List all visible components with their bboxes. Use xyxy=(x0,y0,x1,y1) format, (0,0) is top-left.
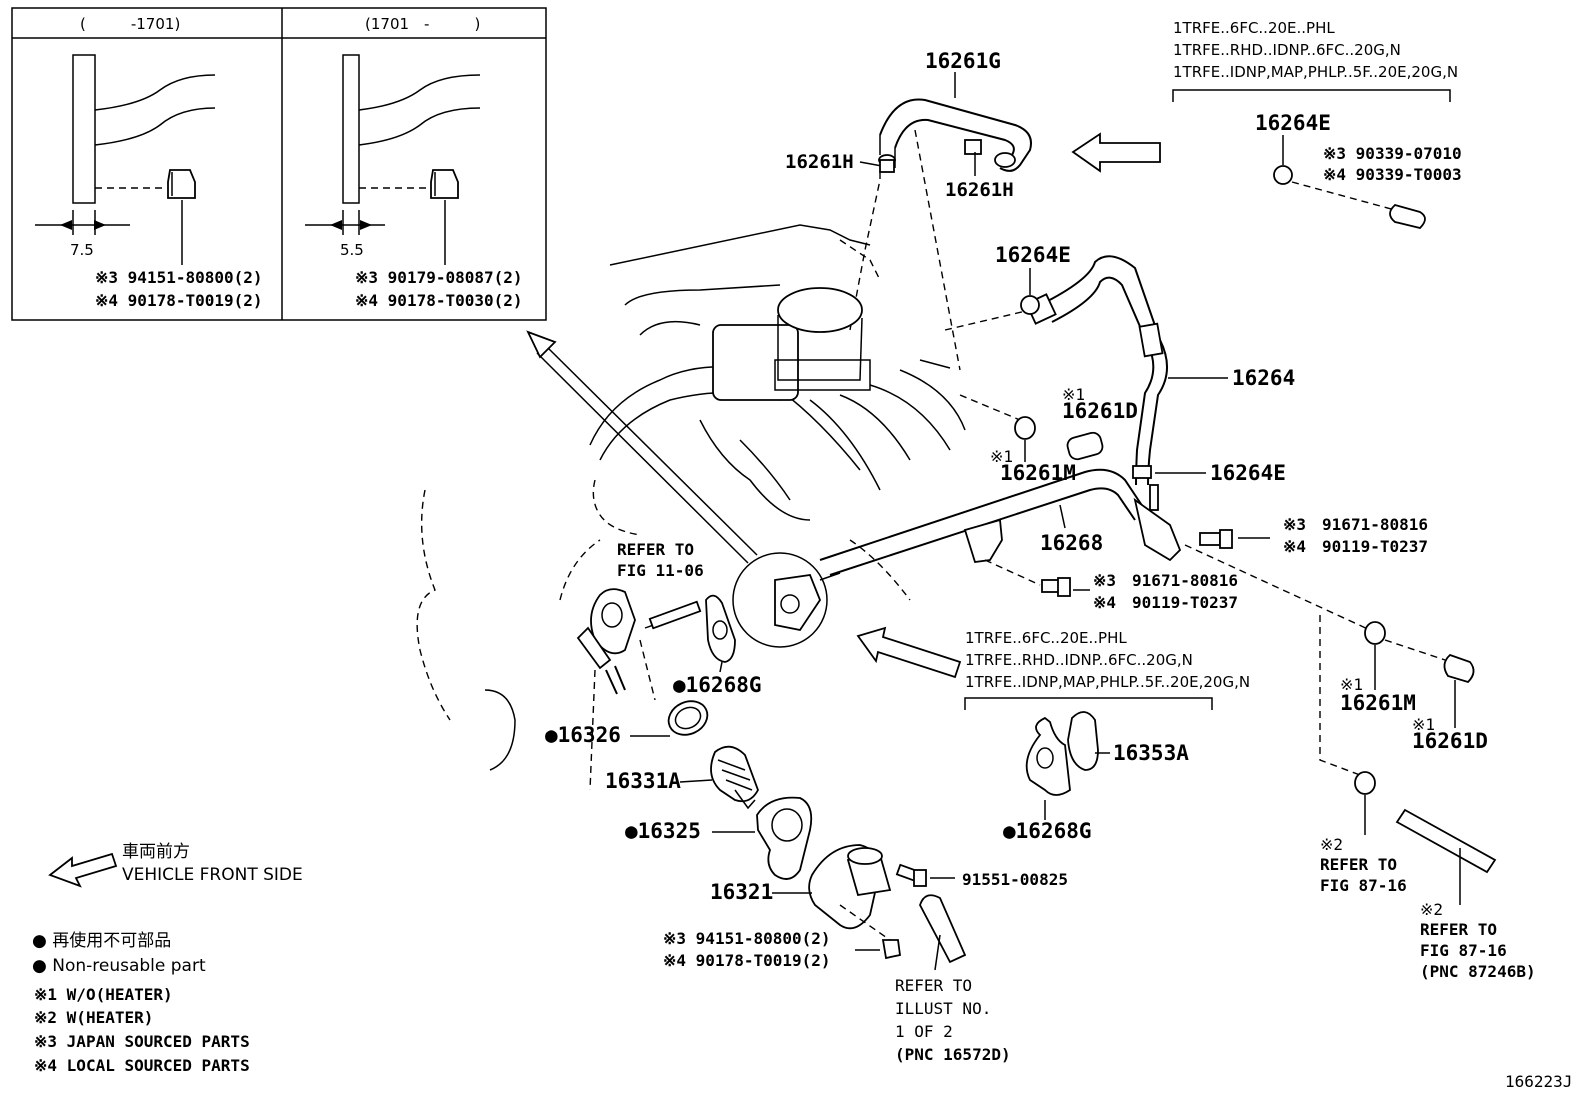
gasket-16325 xyxy=(756,796,813,880)
top-cond-3: 1TRFE..IDNP,MAP,PHLP..5F..20E,20G,N xyxy=(1173,63,1458,81)
label-16321: 16321 xyxy=(710,880,773,904)
outlet-16321 xyxy=(808,844,892,941)
bolt-91551 xyxy=(895,863,927,887)
legend-nonreuse-en: ● Non-reusable part xyxy=(32,956,206,976)
bolt-right-pipe xyxy=(1199,529,1233,549)
refer87a-1: REFER TO xyxy=(1320,855,1397,874)
refer87b-1: REFER TO xyxy=(1420,920,1497,939)
label-16353A: 16353A xyxy=(1113,741,1189,765)
label-16326: ●16326 xyxy=(545,723,621,747)
label-16261M-right-mark: ※1 xyxy=(1340,675,1363,694)
hose-bottom xyxy=(919,894,967,964)
refer87a-2: FIG 87-16 xyxy=(1320,876,1407,895)
top-cond-2: 1TRFE..RHD..IDNP..6FC..20G,N xyxy=(1173,41,1401,59)
gasket-16268G-left xyxy=(705,594,736,663)
label-16261M-mid: 16261M xyxy=(1000,461,1076,485)
refer-illust-2: ILLUST NO. xyxy=(895,999,991,1018)
bolt1-4: ※4 90119-T0237 xyxy=(1283,537,1428,556)
inset-pointer-arrow xyxy=(526,330,758,564)
label-16261M-mid-mark: ※1 xyxy=(990,447,1013,466)
refer-fig-2: FIG 11-06 xyxy=(617,561,704,580)
bottom-bolt-3: ※3 94151-80800(2) xyxy=(663,929,831,948)
inset-right-dim: 5.5 xyxy=(340,241,364,259)
inset-right-header: (1701 - ) xyxy=(365,15,480,33)
label-16264: 16264 xyxy=(1232,366,1295,390)
inset-left-part-4: ※4 90178-T0019(2) xyxy=(95,291,263,310)
mid-conditions: 1TRFE..6FC..20E..PHL 1TRFE..RHD..IDNP..6… xyxy=(964,629,1250,710)
top-right-3: ※3 90339-07010 xyxy=(1323,144,1462,163)
inset-right-part-3: ※3 90179-08087(2) xyxy=(355,268,523,287)
label-16261D-right-mark: ※1 xyxy=(1412,715,1435,734)
pipe-16268 xyxy=(819,468,1182,576)
label-16261H-left: 16261H xyxy=(785,151,854,173)
ring-16326 xyxy=(667,700,709,736)
gasket-pair-right xyxy=(1025,711,1099,796)
refer87b-mark: ※2 xyxy=(1420,900,1443,919)
legend-note-2: ※2 W(HEATER) xyxy=(34,1008,153,1027)
label-16264E-mid: 16264E xyxy=(995,243,1071,267)
refer87b-3: (PNC 87246B) xyxy=(1420,962,1536,981)
label-16264E-low: 16264E xyxy=(1210,461,1286,485)
inset-left-part-3: ※3 94151-80800(2) xyxy=(95,268,263,287)
label-16325: ●16325 xyxy=(625,819,701,843)
top-right-4: ※4 90339-T0003 xyxy=(1323,165,1462,184)
refer87b-2: FIG 87-16 xyxy=(1420,941,1507,960)
detail-circle xyxy=(732,552,828,648)
mid-cond-1: 1TRFE..6FC..20E..PHL xyxy=(965,629,1127,647)
mid-cond-2: 1TRFE..RHD..IDNP..6FC..20G,N xyxy=(965,651,1193,669)
refer87a-mark: ※2 xyxy=(1320,835,1343,854)
label-16268G-left: ●16268G xyxy=(673,673,762,697)
legend-front-jp: 車両前方 xyxy=(122,842,190,862)
bolt2-3: ※3 91671-80816 xyxy=(1093,571,1238,590)
legend-note-4: ※4 LOCAL SOURCED PARTS xyxy=(34,1056,250,1075)
label-16261D-mid-mark: ※1 xyxy=(1062,385,1085,404)
legend-nonreuse-jp: ● 再使用不可部品 xyxy=(32,930,171,951)
hose-16261G xyxy=(878,98,1032,172)
bolt-bottom xyxy=(881,939,902,960)
label-16331A: 16331A xyxy=(605,769,681,793)
label-16261D-right: 16261D xyxy=(1412,729,1488,753)
refer-illust-4: (PNC 16572D) xyxy=(895,1045,1011,1064)
label-16268: 16268 xyxy=(1040,531,1103,555)
top-cond-1: 1TRFE..6FC..20E..PHL xyxy=(1173,19,1335,37)
label-16264E-top: 16264E xyxy=(1255,111,1331,135)
legend-note-1: ※1 W/O(HEATER) xyxy=(34,985,173,1004)
legend-front-en: VEHICLE FRONT SIDE xyxy=(122,865,303,885)
label-16261D-mid: 16261D xyxy=(1062,399,1138,423)
refer-illust-1: REFER TO xyxy=(895,976,972,995)
mid-cond-3: 1TRFE..IDNP,MAP,PHLP..5F..20E,20G,N xyxy=(965,673,1250,691)
label-16261G: 16261G xyxy=(925,49,1001,73)
label-16261M-right: 16261M xyxy=(1340,691,1416,715)
label-16268G-right: ●16268G xyxy=(1003,819,1092,843)
inset-right-part-4: ※4 90178-T0030(2) xyxy=(355,291,523,310)
thermostat-16331A xyxy=(710,745,759,810)
inset-box: ( -1701) (1701 - ) 7.5 ※3 94151-80800(2)… xyxy=(11,7,547,321)
inset-left-dim: 7.5 xyxy=(70,241,94,259)
bolt1-3: ※3 91671-80816 xyxy=(1283,515,1428,534)
direction-arrow-top xyxy=(1071,132,1161,173)
hose-16264 xyxy=(1025,255,1168,486)
front-arrow-icon xyxy=(48,852,118,888)
bolt2-4: ※4 90119-T0237 xyxy=(1093,593,1238,612)
refer-fig-1: REFER TO xyxy=(617,540,694,559)
direction-arrow-mid xyxy=(856,626,962,679)
housing-left xyxy=(576,588,636,695)
bolt-center xyxy=(1041,577,1071,597)
label-16261H-right: 16261H xyxy=(945,179,1014,201)
refer-illust-3: 1 OF 2 xyxy=(895,1022,953,1041)
figure-id: 166223J xyxy=(1505,1072,1572,1091)
inset-left-header: ( -1701) xyxy=(80,15,180,33)
bolt3: 91551-00825 xyxy=(962,870,1068,889)
top-conditions: 1TRFE..6FC..20E..PHL 1TRFE..RHD..IDNP..6… xyxy=(1172,19,1458,102)
legend-note-3: ※3 JAPAN SOURCED PARTS xyxy=(34,1032,250,1051)
bottom-bolt-4: ※4 90178-T0019(2) xyxy=(663,951,831,970)
engine-outline xyxy=(416,224,966,771)
